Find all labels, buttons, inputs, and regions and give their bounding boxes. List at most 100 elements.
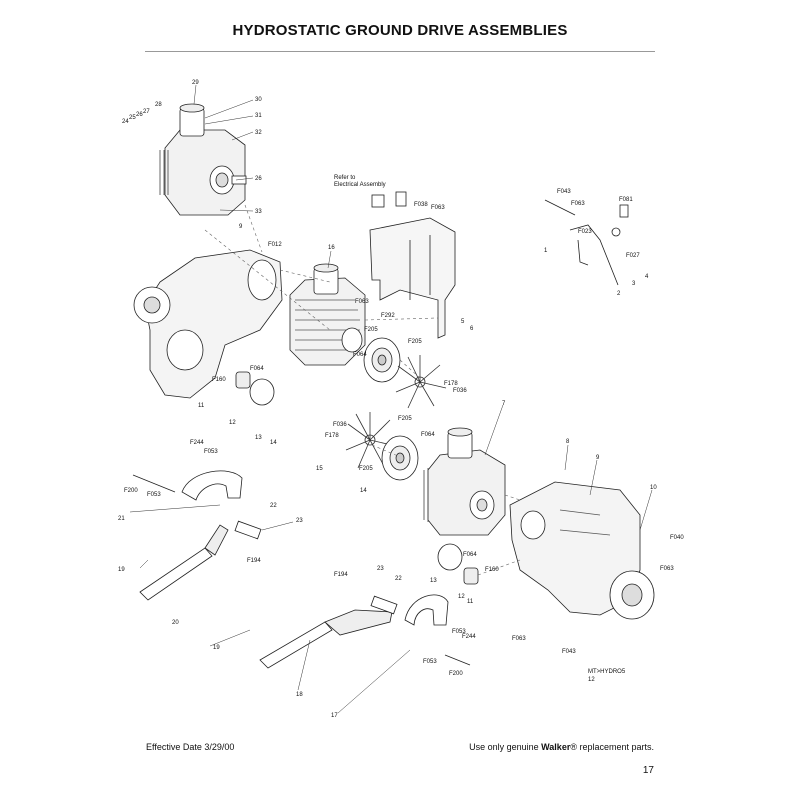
pulley-upper [363,337,401,383]
mount-bracket [369,191,456,339]
callout-17: 17 [331,713,338,719]
callout-F053-b: F053 [147,492,161,498]
callout-9-lower: 9 [596,455,600,461]
callout-F038: F038 [414,202,428,208]
fan-lower [345,412,397,469]
hydro-pump-lower [423,427,506,536]
callout-19-b: 19 [213,645,220,651]
callout-27: 27 [143,109,150,115]
steering-lever-upper [132,470,262,601]
o-ring-upper [249,378,275,406]
page-title: HYDROSTATIC GROUND DRIVE ASSEMBLIES [232,22,568,39]
coupler-upper [235,371,251,389]
callout-8: 8 [566,439,570,445]
callout-F205-b: F205 [408,339,422,345]
callout-F205-c: F205 [398,416,412,422]
reference-note-line1: Refer to [334,175,356,181]
callout-F063-c: F063 [571,201,585,207]
callout-11: 11 [198,403,205,409]
callout-30: 30 [255,97,262,103]
callout-3: 3 [632,281,636,287]
gear-case-left [133,249,283,399]
callout-12-b: 12 [458,594,465,600]
pulley-lower [381,435,419,481]
callout-F063-b: F063 [431,205,445,211]
callout-31: 31 [255,113,262,119]
callout-F063-e: F063 [512,636,526,642]
callout-22: 22 [270,503,277,509]
callout-23-b: 23 [377,566,384,572]
callout-25: 25 [129,115,136,121]
callout-F053: F053 [204,449,218,455]
callout-F292: F292 [381,313,395,319]
callout-26-shaft: 26 [255,176,262,182]
callout-F023: F023 [578,229,592,235]
callout-F036-b: F036 [333,422,347,428]
callout-13-b: 13 [430,578,437,584]
callout-F043-b: F043 [562,649,576,655]
callout-F178: F178 [444,381,458,387]
callout-32: 32 [255,130,262,136]
callout-23: 23 [296,518,303,524]
effective-date: Effective Date 3/29/00 [146,742,235,752]
callout-F053-d: F053 [423,659,437,665]
callout-1: 1 [544,248,548,254]
parts-notice: Use only genuine Walker® replacement par… [469,742,654,752]
callout-29: 29 [192,80,199,86]
callout-9-upper: 9 [239,224,243,230]
callout-33: 33 [255,209,262,215]
callout-F244: F244 [190,440,204,446]
callout-F064-b: F064 [250,366,264,372]
gear-case-right [509,481,655,620]
callout-15: 15 [316,466,323,472]
callout-18: 18 [296,692,303,698]
callout-F081: F081 [619,197,633,203]
brand-name: Walker [541,742,571,752]
callout-7: 7 [502,401,506,407]
callout-10: 10 [650,485,657,491]
callout-12: 12 [229,420,236,426]
callout-28: 28 [155,102,162,108]
callout-F036: F036 [453,388,467,394]
callout-14-b: 14 [360,488,367,494]
callout-F194-b: F194 [334,572,348,578]
callout-F160-b: F160 [485,567,499,573]
callout-F205: F205 [364,327,378,333]
hydro-pump-upper [289,263,366,366]
callout-F064-d: F064 [463,552,477,558]
drawing-code-line1: MT>HYDRO5 [588,669,626,675]
title-divider [145,51,655,52]
coupler-lower [463,567,479,585]
callout-26: 26 [136,112,143,118]
callout-20: 20 [172,620,179,626]
callout-14: 14 [270,440,277,446]
callout-F043: F043 [557,189,571,195]
callout-F012: F012 [268,242,282,248]
callout-F194: F194 [247,558,261,564]
steering-lever-lower [259,594,471,669]
callout-F063-d: F063 [660,566,674,572]
callout-F200: F200 [124,488,138,494]
control-linkage [544,199,629,286]
callout-F178-b: F178 [325,433,339,439]
callout-F244-b: F244 [462,634,476,640]
callout-6: 6 [470,326,474,332]
callout-F040: F040 [670,535,684,541]
drawing-code-line2: 12 [588,677,595,683]
callout-F027: F027 [626,253,640,259]
callout-19: 19 [118,567,125,573]
callout-F200-b: F200 [449,671,463,677]
callout-13: 13 [255,435,262,441]
callout-F053-c: F053 [452,629,466,635]
fan-upper [395,355,447,409]
callout-2: 2 [617,291,621,297]
callout-24: 24 [122,119,129,125]
reference-note-line2: Electrical Assembly [334,182,386,188]
o-ring-lower [437,543,463,571]
page-number: 17 [642,765,654,776]
callout-16: 16 [328,245,335,251]
parts-notice-prefix: Use only genuine [469,742,542,752]
callout-F063: F063 [355,299,369,305]
callout-F205-d: F205 [359,466,373,472]
